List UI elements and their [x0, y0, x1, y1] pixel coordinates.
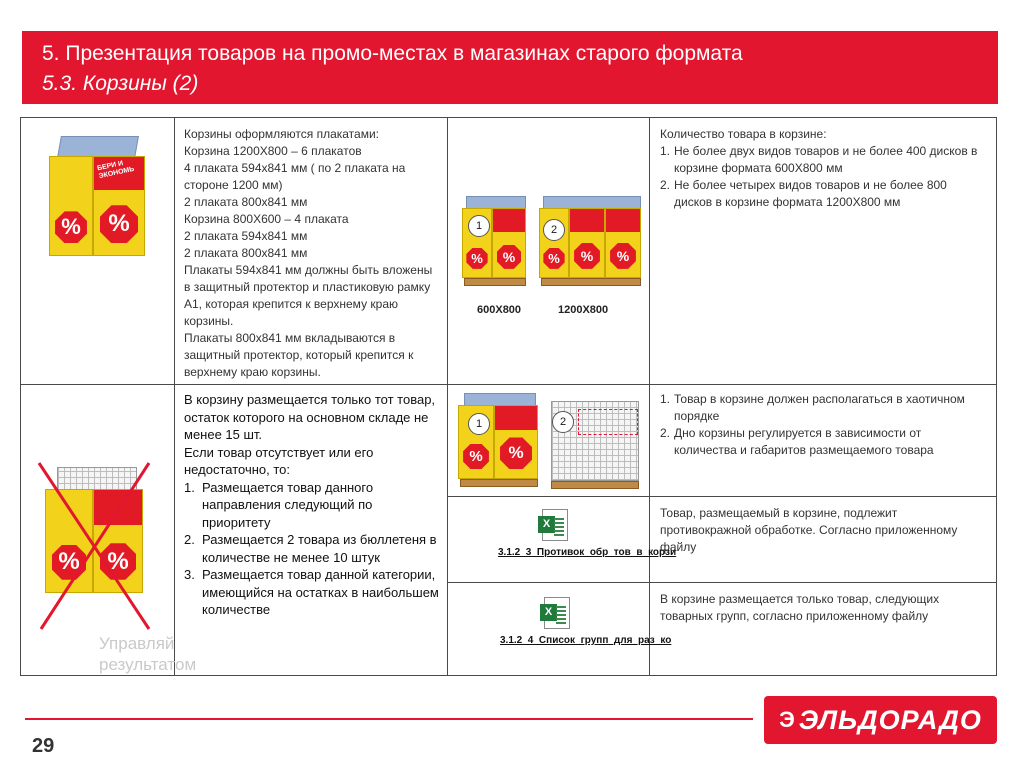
badge-2: 2	[543, 219, 565, 241]
basket-illustration: % БЕРИ И ЭКОНОМЬ %	[49, 136, 145, 261]
row2a-text-cell: 1.Товар в корзине должен располагаться в…	[650, 385, 997, 497]
row1-poster-text-cell: Корзины оформляются плакатами: Корзина 1…	[175, 118, 448, 385]
quantity-intro: Количество товара в корзине:	[660, 127, 827, 141]
row2b-text-cell: Товар, размещаемый в корзине, подлежит п…	[650, 497, 997, 583]
poster-text: Корзины оформляются плакатами: Корзина 1…	[184, 127, 433, 379]
list-item: 1.Размещается товар данного направления …	[184, 479, 374, 530]
basket-wire-empty	[551, 401, 639, 481]
logo-text: ЭЛЬДОРАДО	[798, 704, 982, 735]
basket-600x800: % %	[462, 196, 528, 286]
row2c-file-cell[interactable]: X 3.1.2_4_Список_групп_для_раз_ко	[448, 583, 672, 676]
badge-1: 1	[468, 413, 490, 435]
excel-file-icon[interactable]: X	[538, 509, 568, 541]
footer-divider	[25, 718, 753, 720]
title-bar: 5. Презентация товаров на промо-местах в…	[22, 31, 998, 104]
badge-2: 2	[552, 411, 574, 433]
basket-top	[57, 136, 139, 158]
basket-crossed-illustration: % %	[45, 467, 145, 597]
anti-theft-text: Товар, размещаемый в корзине, подлежит п…	[660, 506, 958, 554]
row1-image-cell: % БЕРИ И ЭКОНОМЬ %	[21, 118, 175, 385]
product-groups-text: В корзине размещается только товар, след…	[660, 592, 940, 623]
basket-poster-left: %	[49, 156, 93, 256]
excel-file-link[interactable]: 3.1.2_4_Список_групп_для_раз_ко	[500, 635, 672, 646]
list-item: 3.Размещается товар данной категории, им…	[184, 567, 439, 617]
size-label-600x800: 600Х800	[477, 304, 522, 316]
excel-file-icon[interactable]: X	[540, 597, 570, 629]
row2-rules-cell: В корзину размещается только тот товар, …	[175, 385, 448, 676]
excel-file-link[interactable]: 3.1.2_3_Противок_обр_тов_в_корзи	[498, 547, 677, 558]
placement-list: 1.Товар в корзине должен располагаться в…	[660, 391, 987, 459]
size-label-1200x800: 1200Х800	[558, 304, 609, 316]
rules-list: 1.Размещается товар данного направления …	[184, 479, 441, 619]
dashed-highlight	[578, 409, 638, 435]
row2-image-cell: % % Управляй результатом	[21, 385, 196, 676]
basket-filled: % %	[458, 393, 540, 489]
row2b-file-cell[interactable]: X 3.1.2_3_Противок_обр_тов_в_корзи	[448, 497, 677, 583]
cross-out-mark	[37, 462, 151, 630]
content-table: % БЕРИ И ЭКОНОМЬ % Корзины оформляются п…	[20, 117, 997, 676]
page-subtitle: 5.3. Корзины (2)	[42, 72, 199, 95]
row2c-text-cell: В корзине размещается только товар, след…	[650, 583, 997, 676]
list-item: 1.Товар в корзине должен располагаться в…	[660, 392, 965, 423]
quantity-list: 1.Не более двух видов товаров и не более…	[660, 143, 987, 211]
badge-1: 1	[468, 215, 490, 237]
list-item: 2.Не более четырех видов товаров и не бо…	[660, 178, 947, 209]
list-item: 2.Дно корзины регулируется в зависимости…	[660, 426, 934, 457]
row2a-image-cell: % % 1 2	[448, 385, 650, 497]
basket-poster-right: БЕРИ И ЭКОНОМЬ %	[93, 156, 145, 256]
row1-quantity-cell: Количество товара в корзине: 1.Не более …	[650, 118, 997, 385]
list-item: 2.Размещается 2 товара из бюллетеня в ко…	[184, 532, 437, 565]
logo-mark-icon: Э	[779, 707, 795, 732]
row1-sizes-cell: % % 1 % % % 2 600Х800	[448, 118, 650, 385]
eldorado-logo: Э ЭЛЬДОРАДО	[764, 696, 997, 744]
page-title: 5. Презентация товаров на промо-местах в…	[42, 42, 743, 65]
rules-text: В корзину размещается только тот товар, …	[184, 391, 441, 619]
page-number: 29	[32, 735, 55, 757]
watermark: Управляй результатом	[99, 634, 197, 674]
list-item: 1.Не более двух видов товаров и не более…	[660, 144, 978, 175]
basket-1200x800: % % %	[539, 196, 643, 286]
